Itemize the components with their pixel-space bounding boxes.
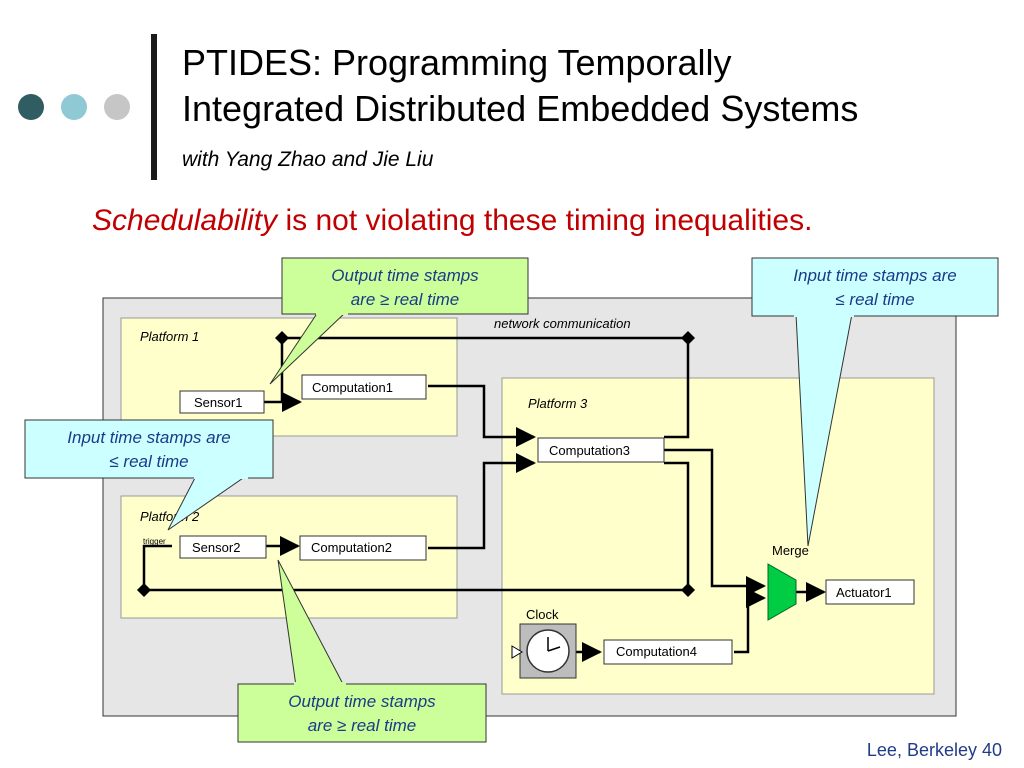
slide-footer: Lee, Berkeley 40	[866, 740, 1002, 760]
merge-icon	[767, 563, 797, 621]
network-label: network communication	[494, 316, 631, 331]
callout-output-top-line2: are ≥ real time	[351, 290, 460, 309]
sensor2-label: Sensor2	[192, 540, 240, 555]
statement-emphasis: Schedulability	[92, 204, 278, 237]
callout-output-top: Output time stamps are ≥ real time	[269, 257, 529, 385]
callout-output-top-line1: Output time stamps	[331, 266, 479, 285]
computation2-label: Computation2	[311, 540, 392, 555]
computation3-label: Computation3	[549, 443, 630, 458]
merge-actor[interactable]: Merge	[767, 543, 809, 621]
callout-input-right-line2: ≤ real time	[835, 290, 914, 309]
slide-title: PTIDES: Programming Temporally Integrate…	[182, 40, 858, 132]
computation1-actor[interactable]: Computation1	[301, 374, 427, 400]
sensor1-label: Sensor1	[194, 395, 242, 410]
title-divider	[151, 34, 157, 180]
title-line-2: Integrated Distributed Embedded Systems	[182, 88, 859, 129]
computation1-label: Computation1	[312, 380, 393, 395]
callout-input-left-line1: Input time stamps are	[67, 428, 230, 447]
computation4-label: Computation4	[616, 644, 697, 659]
sensor2-actor[interactable]: Sensor2	[179, 535, 267, 559]
trigger-label: trigger	[143, 537, 166, 546]
callout-input-left-line2: ≤ real time	[109, 452, 188, 471]
wires	[142, 336, 826, 662]
actuator1-label: Actuator1	[836, 585, 892, 600]
slide-subtitle: with Yang Zhao and Jie Liu	[182, 148, 434, 171]
dot-gray	[104, 94, 130, 120]
computation2-actor[interactable]: Computation2	[299, 535, 427, 561]
sensor1-actor[interactable]: Sensor1	[179, 390, 265, 414]
dot-dark	[18, 94, 44, 120]
callout-input-right: Input time stamps are ≤ real time	[751, 257, 999, 547]
statement-rest: is not violating these timing inequaliti…	[277, 204, 813, 237]
callout-input-right-line1: Input time stamps are	[793, 266, 956, 285]
computation4-actor[interactable]: Computation4	[603, 639, 733, 665]
statement: Schedulability is not violating these ti…	[92, 204, 812, 238]
clock-label: Clock	[526, 607, 559, 622]
clock-actor[interactable]: Clock	[511, 607, 577, 679]
platform-3-label: Platform 3	[528, 396, 588, 411]
computation3-actor[interactable]: Computation3	[537, 437, 665, 463]
callout-output-bottom-line2: are ≥ real time	[308, 716, 417, 735]
title-line-1: PTIDES: Programming Temporally	[182, 42, 732, 83]
junctions	[137, 331, 695, 597]
actuator1-actor[interactable]: Actuator1	[825, 579, 915, 605]
callout-input-left: Input time stamps are ≤ real time	[24, 419, 274, 531]
callout-output-bottom-line1: Output time stamps	[288, 692, 436, 711]
merge-label: Merge	[772, 543, 809, 558]
platform-1-label: Platform 1	[140, 329, 199, 344]
callout-output-bottom: Output time stamps are ≥ real time	[237, 559, 487, 743]
dot-light	[61, 94, 87, 120]
